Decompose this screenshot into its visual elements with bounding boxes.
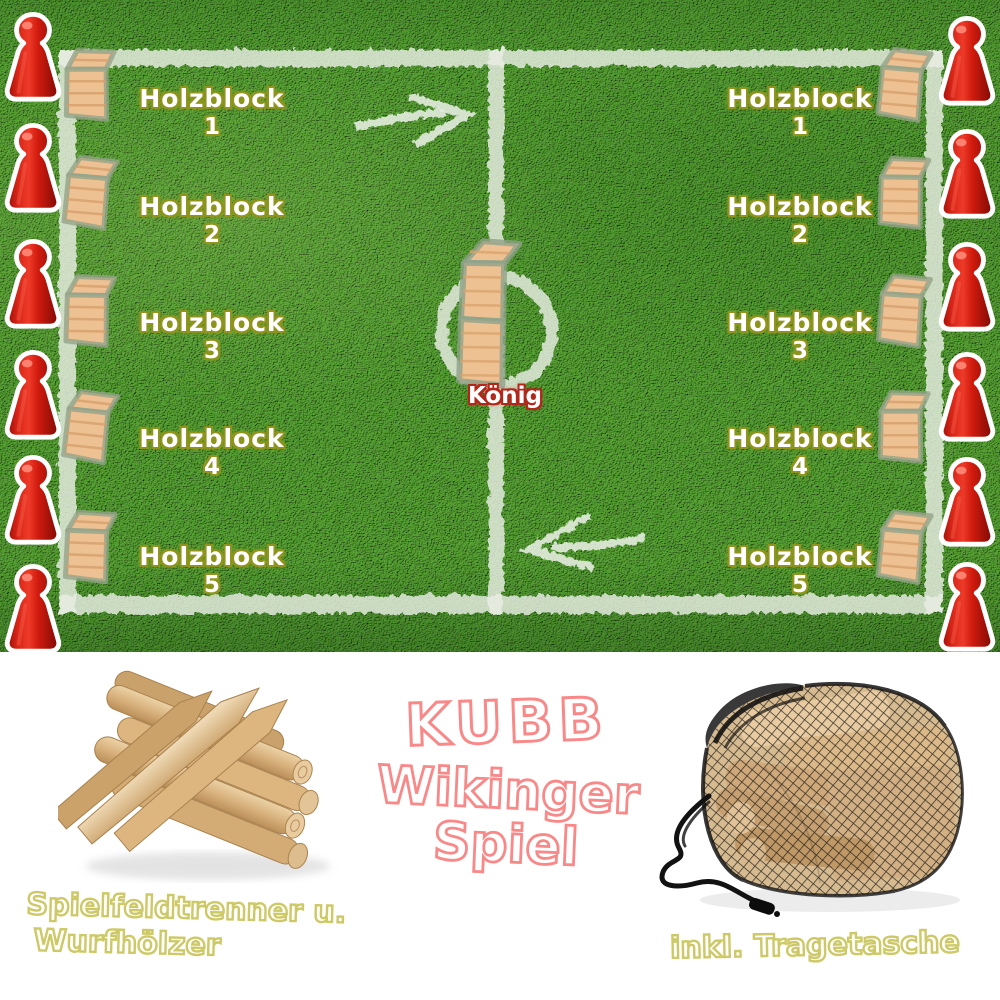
throwing-sticks-photo (58, 670, 330, 880)
drawstring-cord (659, 793, 780, 917)
subtitle-line-2: Spiel (430, 811, 581, 880)
mesh-bag-photo (659, 682, 964, 917)
red-pawn-icon (2, 453, 64, 547)
red-pawn-icon (936, 455, 998, 549)
kubb-block-icon (58, 386, 124, 471)
red-pawn-icon (2, 121, 64, 215)
kubb-block-icon (59, 271, 124, 355)
red-pawn-icon (2, 237, 64, 331)
arrow-right-icon (352, 91, 478, 145)
red-pawn-icon (936, 240, 998, 334)
king-block-icon (443, 235, 537, 404)
kubb-block-icon (58, 44, 124, 129)
red-pawn-icon (936, 560, 998, 652)
caption-sticks: Spielfeldtrenner u. Wurfhölzer (25, 886, 407, 969)
red-pawn-icon (936, 127, 998, 221)
caption-sticks-line-2: Wurfhölzer (32, 922, 222, 964)
brand-title: KUBB (403, 683, 612, 761)
kubb-block-icon (59, 507, 122, 590)
kubb-block-icon (59, 153, 124, 237)
red-pawn-icon (2, 10, 64, 104)
caption-bag: inkl. Tragetasche (669, 924, 962, 967)
bottom-panel: KUBB Wikinger Spiel Spielfeldtrenner u. … (0, 652, 1000, 1000)
arrow-left-icon (517, 512, 644, 570)
red-pawn-icon (936, 14, 998, 108)
red-pawn-icon (2, 348, 64, 442)
king-label: König (468, 383, 542, 409)
product-subtitle: Wikinger Spiel (350, 754, 664, 880)
red-pawn-icon (2, 562, 64, 652)
red-pawn-icon (936, 350, 998, 444)
